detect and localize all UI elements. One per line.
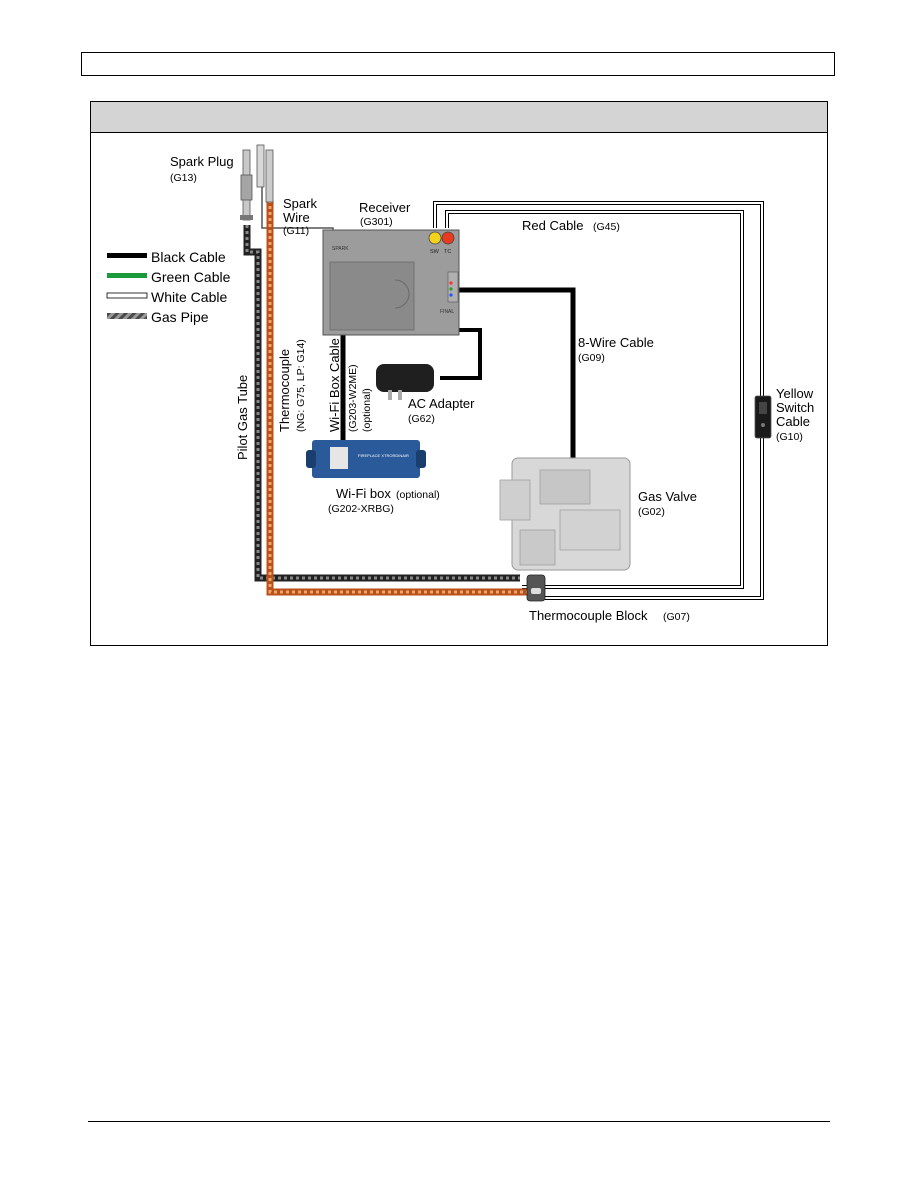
- legend-gas-pipe: Gas Pipe: [107, 309, 209, 325]
- svg-text:SW: SW: [430, 249, 440, 255]
- wifi-box-illustration: FIREPLACE XTRORDINAIR: [306, 440, 426, 478]
- svg-text:Green Cable: Green Cable: [151, 269, 231, 285]
- svg-text:Black Cable: Black Cable: [151, 249, 226, 265]
- svg-text:SPARK: SPARK: [332, 246, 349, 252]
- eight-wire-label: 8-Wire Cable: [578, 335, 654, 350]
- spark-plug-code: (G13): [170, 172, 197, 184]
- ac-adapter-illustration: [376, 364, 434, 400]
- wifi-box-note: (optional): [396, 489, 440, 501]
- yellow-switch-label-2: Switch: [776, 400, 814, 415]
- gas-valve-label: Gas Valve: [638, 489, 697, 504]
- spark-plug-label: Spark Plug: [170, 154, 234, 169]
- svg-text:TC: TC: [444, 249, 451, 255]
- wifi-cable-code: (G203-W2ME): [347, 364, 359, 432]
- yellow-switch-illustration: [754, 395, 772, 439]
- pilot-gas-tube: [243, 225, 520, 582]
- eight-wire-cable-line: [453, 287, 576, 468]
- svg-text:White Cable: White Cable: [151, 289, 227, 305]
- yellow-switch-cable-route: [433, 201, 764, 600]
- red-cable-label: Red Cable: [522, 218, 583, 233]
- pilot-gas-tube-label: Pilot Gas Tube: [235, 375, 250, 460]
- tc-block-label: Thermocouple Block: [529, 608, 648, 623]
- receiver-label: Receiver: [359, 200, 411, 215]
- yellow-switch-label-3: Cable: [776, 414, 810, 429]
- header-box: [81, 52, 835, 76]
- thermocouple-code: (NG: G75, LP: G14): [295, 339, 307, 432]
- spark-plug-illustration: [240, 144, 274, 221]
- ac-adapter-label: AC Adapter: [408, 396, 475, 411]
- red-cable-code: (G45): [593, 221, 620, 233]
- wifi-box-code: (G202-XRBG): [328, 503, 394, 515]
- tc-block-code: (G07): [663, 611, 690, 623]
- ac-adapter-code: (G62): [408, 413, 435, 425]
- receiver-code: (G301): [360, 216, 393, 228]
- legend-black-cable: Black Cable: [107, 249, 226, 265]
- gas-valve-illustration: [499, 457, 631, 571]
- footer-rule: [88, 1121, 830, 1122]
- yellow-switch-label-1: Yellow: [776, 386, 814, 401]
- wifi-cable-label: Wi-Fi Box Cable: [327, 338, 342, 432]
- receiver-illustration: SPARK FINAL SW TC: [322, 229, 460, 336]
- panel-header: [91, 102, 827, 133]
- svg-text:FINAL: FINAL: [440, 309, 454, 315]
- diagram-panel: [90, 101, 828, 646]
- eight-wire-code: (G09): [578, 352, 605, 364]
- svg-text:FIREPLACE XTRORDINAIR: FIREPLACE XTRORDINAIR: [358, 453, 409, 458]
- legend-green-cable: Green Cable: [107, 269, 231, 285]
- thermocouple-line: [266, 200, 530, 596]
- svg-text:Gas Pipe: Gas Pipe: [151, 309, 209, 325]
- spark-wire-code: (G11): [283, 225, 309, 237]
- spark-wire-label-1: Spark: [283, 196, 317, 211]
- thermocouple-block-illustration: [526, 574, 546, 602]
- legend-white-cable: White Cable: [106, 289, 227, 305]
- thermocouple-label: Thermocouple: [277, 349, 292, 432]
- wifi-box-label: Wi-Fi box: [336, 486, 391, 501]
- yellow-switch-code: (G10): [776, 431, 803, 443]
- spark-wire-label-2: Wire: [283, 210, 310, 225]
- red-cable-route: [445, 210, 744, 589]
- ac-adapter-cable-line: [440, 328, 482, 380]
- gas-valve-code: (G02): [638, 506, 665, 518]
- legend: Black Cable Green Cable White Cable Gas …: [106, 249, 231, 325]
- wifi-cable-note: (optional): [361, 388, 373, 432]
